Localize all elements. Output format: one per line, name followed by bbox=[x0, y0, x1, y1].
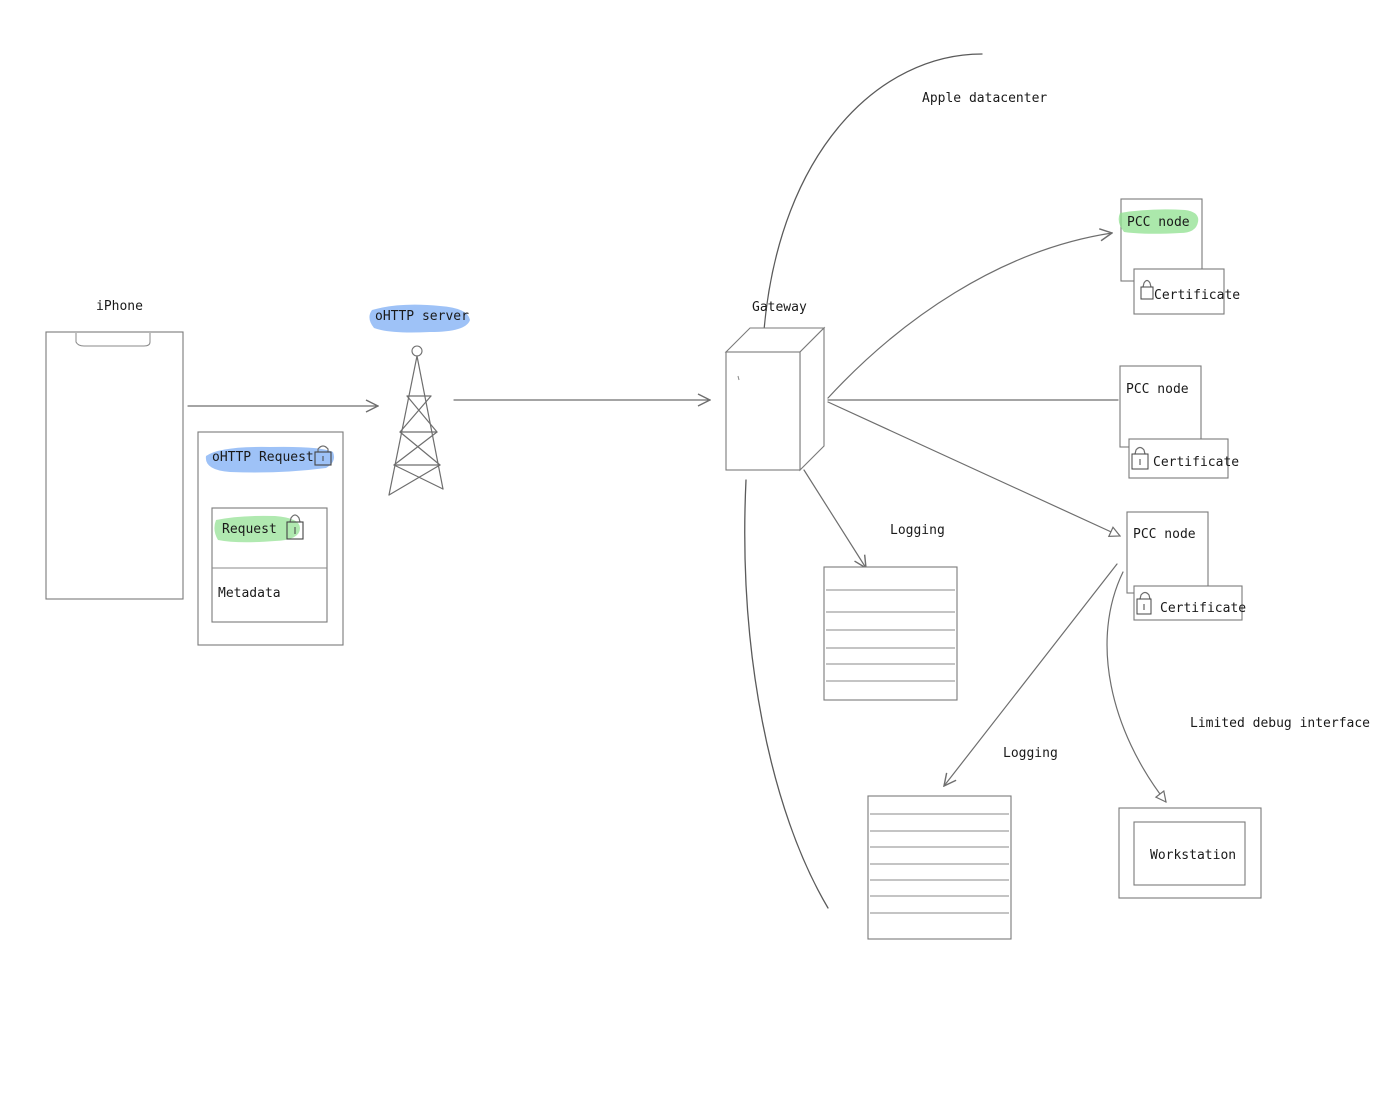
ohttp-request-label: oHTTP Request bbox=[212, 450, 314, 465]
log-stack-icon bbox=[823, 566, 958, 701]
pcc-node-2-certificate: Certificate bbox=[1153, 455, 1239, 470]
cell-tower-icon bbox=[388, 345, 444, 496]
ohttp-request-highlight bbox=[205, 446, 335, 473]
request-highlight bbox=[214, 515, 300, 543]
pcc-node-3-certificate: Certificate bbox=[1160, 601, 1246, 616]
pcc-node-1: PCC node Certificate bbox=[1118, 198, 1240, 315]
pcc-node-3: PCC node Certificate bbox=[1126, 511, 1246, 621]
pcc-node-3-label: PCC node bbox=[1133, 527, 1196, 542]
log-stack-icon bbox=[867, 795, 1012, 940]
pcc-node-1-highlight bbox=[1118, 209, 1199, 234]
apple-datacenter-label: Apple datacenter bbox=[922, 91, 1047, 106]
padlock-icon bbox=[1136, 591, 1152, 615]
iphone-device bbox=[45, 331, 184, 600]
ohttp-request-packet: oHTTP Request Request Metadata bbox=[197, 431, 344, 646]
iphone-label: iPhone bbox=[96, 299, 143, 314]
arrow-pcc-node-3-to-logging-2 bbox=[944, 563, 1118, 786]
arrow-gateway-to-logging-1 bbox=[803, 469, 866, 568]
workstation-label: Workstation bbox=[1150, 848, 1236, 863]
ohttp-server-label: oHTTP server bbox=[375, 309, 469, 324]
ohttp-server-highlight bbox=[369, 304, 470, 333]
server-box-icon bbox=[724, 326, 826, 472]
padlock-icon bbox=[286, 514, 304, 540]
limited-debug-interface-label: Limited debug interface bbox=[1190, 716, 1370, 731]
padlock-icon bbox=[1140, 279, 1154, 300]
pcc-node-2: PCC node Certificate bbox=[1119, 365, 1239, 479]
arrow-pcc-node-3-to-workstation bbox=[1106, 571, 1166, 802]
pcc-node-1-label: PCC node bbox=[1127, 215, 1190, 230]
datacenter-boundary-upper bbox=[763, 53, 983, 331]
datacenter-boundary-lower bbox=[744, 479, 829, 909]
logging-1-label: Logging bbox=[890, 523, 945, 538]
arrow-gateway-to-pcc-node-3 bbox=[827, 401, 1120, 536]
workstation: Workstation bbox=[1118, 807, 1262, 899]
gateway-label: Gateway bbox=[752, 300, 807, 315]
padlock-icon bbox=[1131, 446, 1149, 470]
arrow-gateway-to-pcc-node-1 bbox=[827, 233, 1112, 399]
request-label: Request bbox=[222, 522, 277, 537]
pcc-node-1-certificate: Certificate bbox=[1154, 288, 1240, 303]
logging-2-label: Logging bbox=[1003, 746, 1058, 761]
metadata-label: Metadata bbox=[218, 586, 281, 601]
padlock-icon bbox=[314, 445, 332, 466]
pcc-node-2-label: PCC node bbox=[1126, 382, 1189, 397]
